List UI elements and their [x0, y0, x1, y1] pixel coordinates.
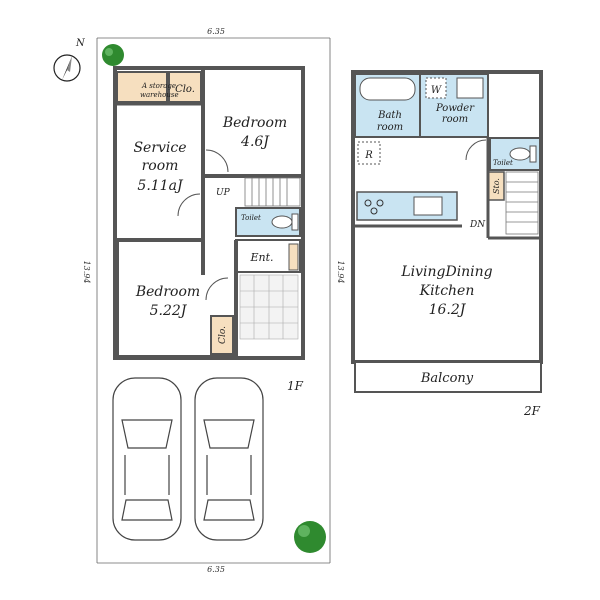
dimension-top: 6.35 [207, 27, 225, 36]
floor-1-label: 1F [287, 379, 304, 393]
dimension-right: 13.94 [336, 261, 345, 284]
dimension-left: 13.94 [82, 261, 91, 284]
powder-label-1: Powder [435, 103, 475, 114]
toilet-label-1f: Toilet [241, 214, 261, 222]
entrance-label: Ent. [249, 251, 273, 264]
storage-label-line-1: A storage [141, 82, 176, 90]
closet-label-top: Clo. [175, 84, 195, 95]
floor-2-label: 2F [523, 404, 541, 418]
bedroom-sw-size: 5.22J [150, 303, 188, 319]
bedroom-sw-label: Bedroom [135, 284, 200, 300]
bedroom-ne-label: Bedroom [222, 115, 287, 131]
ldk-label-1: LivingDining [400, 264, 492, 280]
balcony-label: Balcony [420, 371, 474, 386]
closet-label-bottom: Clo. [218, 326, 228, 344]
car-icon [194, 377, 264, 541]
powder-label-2: room [442, 114, 468, 125]
fridge-label: R [364, 150, 373, 161]
toilet-label-2f: Toilet [493, 159, 513, 167]
stairs-down-label: DN [469, 220, 486, 230]
dimension-bottom: 6.35 [207, 565, 225, 574]
bath-label-2: room [377, 122, 403, 133]
storage-label-2f: Sto. [492, 178, 501, 194]
service-room-label-1: Service [133, 140, 186, 156]
ldk-label-2: Kitchen [419, 283, 475, 299]
storage-label-line-2: warehouse [140, 91, 179, 99]
washer-label: W [431, 85, 442, 96]
service-room-size: 5.11aJ [137, 178, 184, 194]
car-icon [112, 377, 182, 541]
service-room-label-2: room [142, 158, 179, 174]
bath-label-1: Bath [377, 110, 402, 121]
site-boundary [96, 37, 331, 564]
floor-2-plan [351, 70, 543, 393]
bedroom-ne-size: 4.6J [240, 134, 270, 150]
tree-icon [294, 521, 326, 553]
compass-north-label: N [75, 38, 86, 49]
tree-icon [102, 44, 124, 66]
floor-1-plan [113, 66, 305, 360]
ldk-size: 16.2J [429, 302, 467, 318]
compass-icon: N [53, 38, 86, 82]
stairs-up-label: UP [216, 188, 231, 198]
